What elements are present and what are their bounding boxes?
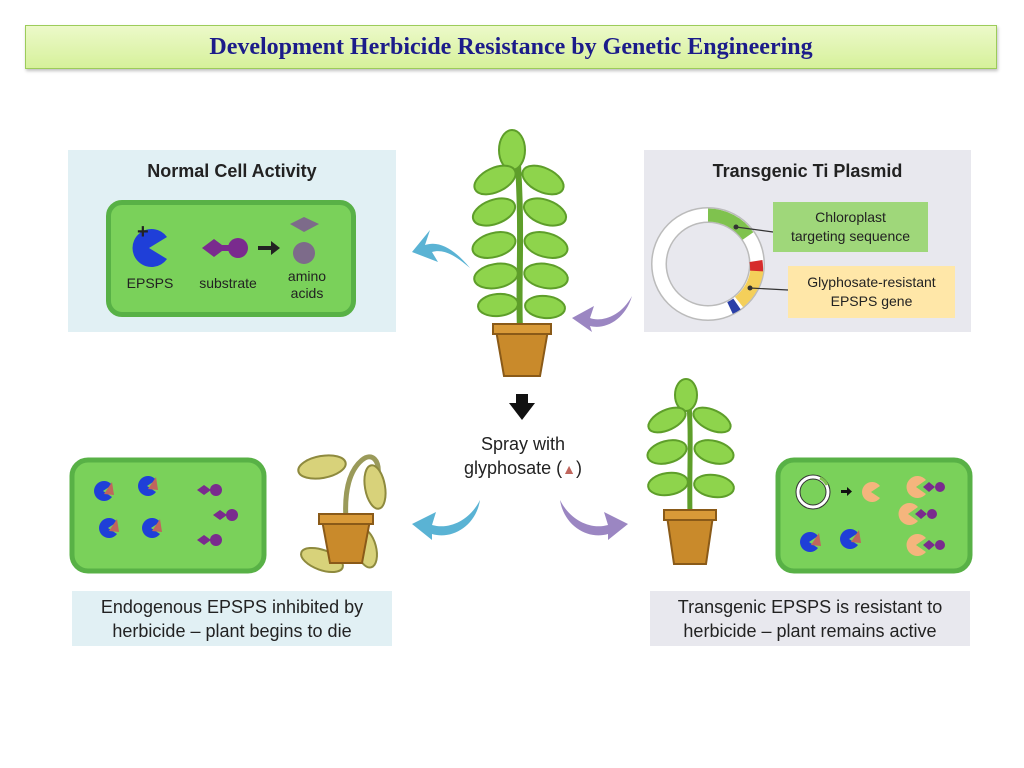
- normal-cell-heading: Normal Cell Activity: [147, 161, 317, 181]
- chloroplast-leader-line: [735, 226, 774, 233]
- normal-cell-reaction: [132, 217, 319, 267]
- chloroplast-segment: [707, 208, 754, 240]
- down-arrow-icon: [509, 394, 535, 420]
- transgenic-plant-icon: [646, 378, 735, 565]
- mini-arrow-icon: [841, 487, 852, 496]
- curved-arrow-purple-bottom-icon: [560, 500, 628, 540]
- inhibited-cell: [69, 457, 267, 574]
- endogenous-epsps-icons: [799, 529, 858, 552]
- title-bar: Development Herbicide Resistance by Gene…: [25, 25, 997, 69]
- substrate-label: substrate: [199, 275, 257, 291]
- spray-label: Spray with glyphosate (▲): [464, 434, 582, 478]
- epsps-enzyme-icon: [132, 229, 167, 267]
- normal-cell-panel: Normal Cell Activity + EPSPS substr: [68, 150, 396, 332]
- substrate-icon: [202, 238, 248, 258]
- curved-arrow-blue-icon: [412, 230, 470, 268]
- healthy-plant-icon: [471, 129, 569, 377]
- wilting-plant-icon: [297, 454, 387, 574]
- reaction-arrow-icon: [258, 241, 280, 255]
- inhibited-epsps-icons: [93, 475, 160, 538]
- gene-marker-red: [749, 260, 764, 272]
- reacting-substrate-icons: [915, 482, 945, 550]
- resistant-epsps-icons: [861, 476, 926, 556]
- amino-acids-icon: [290, 217, 319, 264]
- plasmid-heading: Transgenic Ti Plasmid: [712, 161, 903, 181]
- glyphosate-triangle-icon: ▲: [562, 461, 576, 477]
- curved-arrow-blue-bottom-icon: [412, 500, 480, 540]
- gene-leader-line: [749, 287, 789, 291]
- epsps-label: EPSPS: [126, 275, 174, 291]
- gene-marker-blue: [727, 298, 741, 314]
- plus-sign: +: [137, 221, 149, 243]
- glyphosate-markers: [104, 477, 162, 532]
- unreacted-substrate-icons: [197, 484, 238, 546]
- page-title: Development Herbicide Resistance by Gene…: [209, 33, 813, 60]
- curved-arrow-purple-icon: [572, 296, 632, 332]
- resistant-cell: [775, 457, 973, 574]
- plasmid-diagram: [651, 207, 789, 321]
